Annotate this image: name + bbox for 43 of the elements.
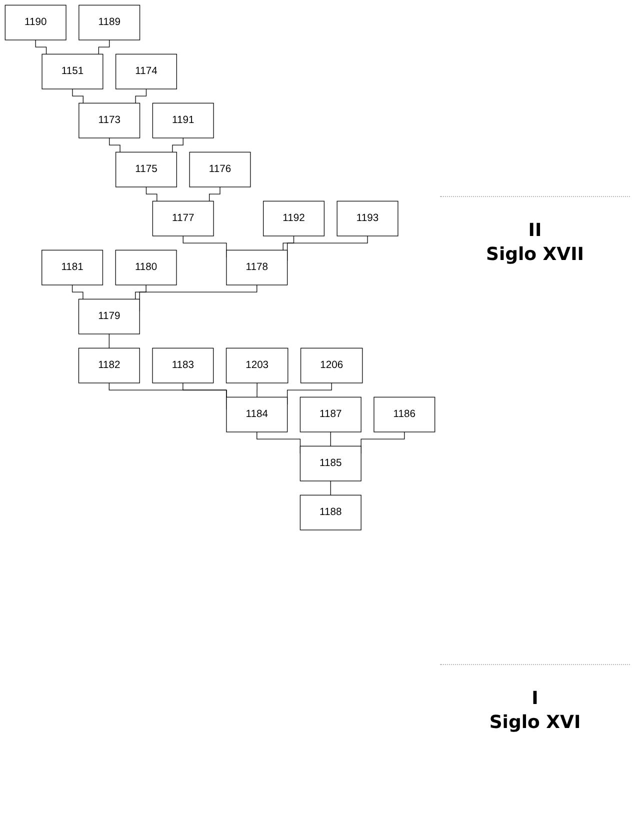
node-box: 1175 xyxy=(115,152,177,188)
node-box: 1173 xyxy=(78,102,140,138)
node-box: 1191 xyxy=(152,102,214,138)
node-box: 1177 xyxy=(152,200,214,236)
node-box: 1184 xyxy=(226,396,288,432)
period-numeral: II xyxy=(527,219,543,243)
connector xyxy=(256,382,258,398)
node-box: 1183 xyxy=(152,348,214,384)
node-box: 1190 xyxy=(4,4,66,40)
node-box: 1188 xyxy=(300,494,362,530)
connector xyxy=(108,334,110,348)
node-box: 1189 xyxy=(78,4,140,40)
node-box: 1203 xyxy=(226,348,288,384)
node-box: 1174 xyxy=(115,54,177,90)
node-box: 1192 xyxy=(263,200,325,236)
node-box: 1182 xyxy=(78,348,140,384)
connector xyxy=(98,40,110,54)
node-box: 1176 xyxy=(189,152,251,188)
node-box: 1186 xyxy=(374,396,436,432)
connector xyxy=(135,88,147,104)
connector xyxy=(209,186,220,202)
node-box: 1180 xyxy=(115,250,177,286)
node-box: 1179 xyxy=(78,298,140,334)
connector xyxy=(72,284,84,300)
connector xyxy=(135,284,146,300)
connector xyxy=(109,138,120,152)
period-numeral: I xyxy=(530,687,540,711)
period-label: Siglo XVII xyxy=(484,243,586,267)
connector xyxy=(282,236,294,250)
node-box: 1187 xyxy=(300,396,362,432)
connector xyxy=(35,40,47,54)
connector xyxy=(146,186,158,202)
node-box: 1178 xyxy=(226,250,288,286)
connector xyxy=(72,88,84,104)
node-box: 1151 xyxy=(42,54,104,90)
period-label: Siglo XVI xyxy=(488,711,582,735)
node-box: 1185 xyxy=(300,446,362,482)
node-box: 1193 xyxy=(336,200,398,236)
connector xyxy=(330,432,331,446)
connector xyxy=(172,138,184,152)
node-box: 1181 xyxy=(42,250,104,286)
node-box: 1206 xyxy=(300,348,363,384)
connector xyxy=(330,480,331,496)
